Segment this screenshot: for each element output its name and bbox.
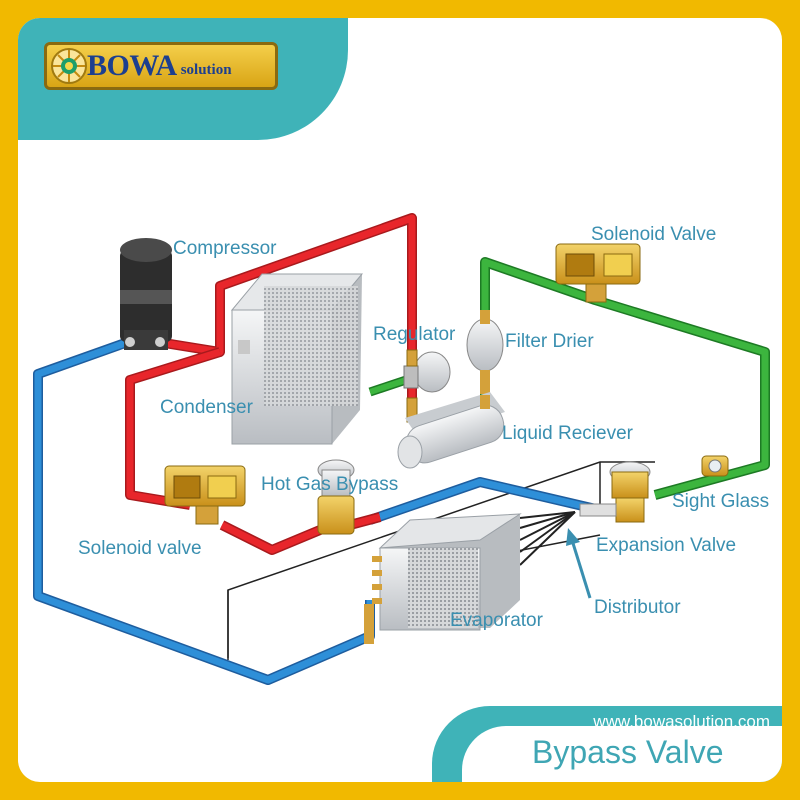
hot-gas-line	[125, 213, 417, 555]
solenoid-valve-top[interactable]	[555, 243, 641, 303]
label-evaporator: Evaporator	[450, 610, 544, 631]
label-filter-drier: Filter Drier	[505, 331, 594, 352]
hot-gas-bypass-valve[interactable]	[317, 459, 355, 535]
brand-name: BOWA	[87, 49, 177, 82]
footer-title-box: Bypass Valve	[462, 726, 782, 782]
label-compressor: Compressor	[173, 238, 277, 259]
condenser[interactable]	[230, 273, 364, 445]
brand-logo[interactable]: BOWA solution	[44, 42, 278, 90]
label-regulator: Regulator	[373, 324, 456, 345]
content-panel: BOWA solution www.bowasolution.com Bypas…	[18, 18, 782, 782]
label-condenser: Condenser	[160, 397, 254, 418]
compressor[interactable]	[120, 238, 172, 350]
solenoid-valve-left[interactable]	[164, 465, 246, 525]
label-expansion-valve: Expansion Valve	[596, 535, 736, 556]
sight-glass[interactable]	[701, 455, 729, 477]
header-tab: BOWA solution	[18, 18, 348, 140]
label-distributor: Distributor	[594, 597, 681, 618]
evaporator[interactable]	[364, 513, 522, 644]
label-liquid-receiver: Liquid Reciever	[502, 423, 634, 444]
brand-suffix: solution	[180, 61, 232, 78]
filter-drier[interactable]	[466, 310, 504, 394]
label-solenoid-valve-left: Solenoid valve	[78, 538, 202, 559]
distributor[interactable]	[519, 511, 576, 566]
page-title: Bypass Valve	[532, 734, 724, 770]
distributor-pointer	[566, 528, 592, 599]
regulator[interactable]	[403, 349, 451, 423]
label-hot-gas-bypass: Hot Gas Bypass	[261, 474, 398, 495]
expansion-valve[interactable]	[579, 461, 651, 523]
sun-emblem-icon	[51, 48, 87, 84]
label-sight-glass: Sight Glass	[672, 491, 769, 512]
footer-tab: www.bowasolution.com Bypass Valve	[432, 706, 782, 782]
label-solenoid-valve-top: Solenoid Valve	[591, 224, 716, 245]
liquid-receiver[interactable]	[397, 392, 508, 469]
